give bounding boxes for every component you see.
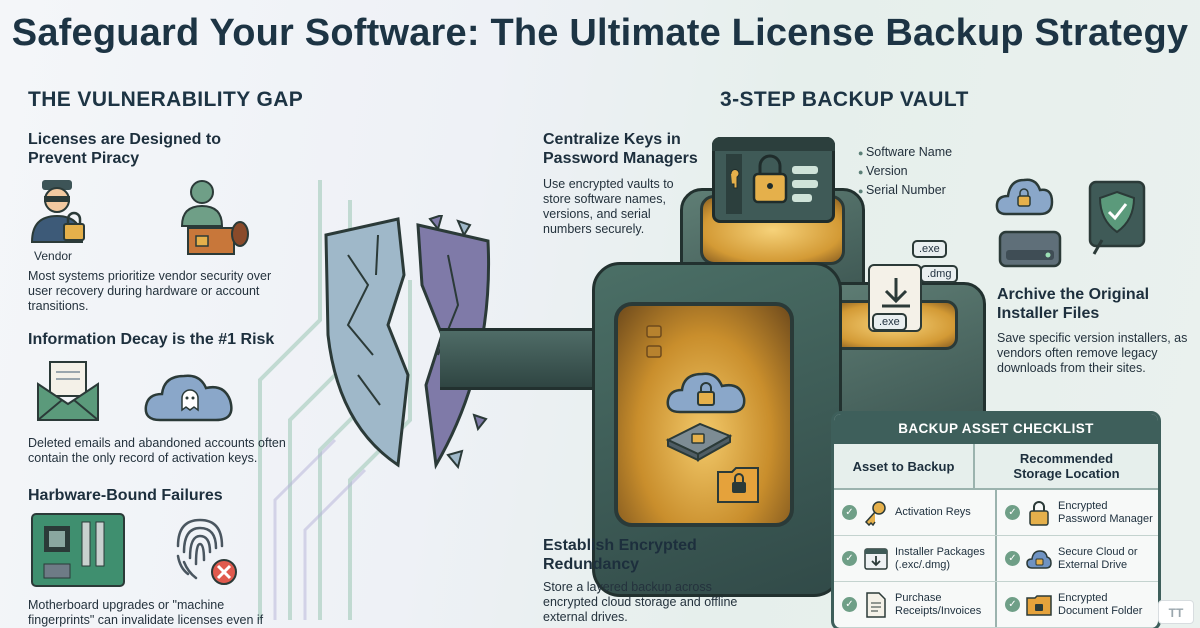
step1-text: Use encrypted vaults to store software n… [543,177,674,236]
decay-section-text: Deleted emails and abandoned accounts of… [28,436,286,465]
check-icon: ✓ [1005,551,1020,566]
step3-title: Establish Encrypted Redundancy [543,537,697,573]
check-icon: ✓ [1005,597,1020,612]
password-manager-titlebar [712,137,835,151]
corner-logo: TT [1158,600,1194,624]
motherboard-icon [31,513,125,587]
key-icon [863,500,889,526]
storage-label: Secure Cloud or External Drive [1058,545,1138,571]
ext-tag-dmg: .dmg [920,265,959,283]
cloud-lock-icon [1026,546,1052,572]
ext-tag-exe-file: .exe [872,313,907,331]
storage-cell: ✓ Encrypted Password Manager [995,490,1158,535]
folder-lock-icon [717,467,759,503]
password-manager-lock-icon [726,154,818,214]
vault-connector-pipe [440,328,605,390]
backup-asset-checklist: BACKUP ASSET CHECKLIST Asset to Backup R… [831,411,1161,628]
checklist-title: BACKUP ASSET CHECKLIST [834,414,1158,444]
asset-label: Installer Packages (.exc/.dmg) [895,545,985,571]
external-drive-icon [998,230,1062,268]
cloud-ghost-icon [144,374,233,422]
cloud-lock-icon [995,178,1054,216]
check-icon: ✓ [1005,505,1020,520]
page-title: Safeguard Your Software: The Ultimate Li… [11,12,1189,54]
storage-cell: ✓ Secure Cloud or External Drive [995,536,1158,581]
fingerprint-icon [176,518,237,585]
asset-cell: ✓ Activation Reys [834,490,995,535]
bullet-serial-number: Serial Number [858,181,952,200]
user-boxes-icon [180,180,249,255]
ext-tag-exe: .exe [912,240,947,258]
table-row: ✓ Activation Reys ✓ Encrypted Password M… [834,490,1158,536]
bullet-software-name: Software Name [858,143,952,162]
backup-vault-heading: 3-STEP BACKUP VAULT [720,88,969,111]
padlock-icon [1026,500,1052,526]
vulnerability-gap-heading: THE VULNERABILITY GAP [28,88,304,111]
piracy-section-title: Licenses are Designed to Prevent Piracy [28,131,221,167]
download-window-icon [863,546,889,572]
drive-lock-icon [665,422,733,462]
piracy-section-text: Most systems prioritize vendor security … [28,269,272,313]
folder-lock-icon [1026,592,1052,618]
decay-section-title: Information Decay is the #1 Risk [28,331,275,348]
column-storage-header: Recommended Storage Location [973,444,1158,488]
step2-text: Save specific version installers, as ven… [997,331,1188,375]
circuit-lines-decoration [258,180,412,620]
download-icon [882,278,910,308]
vendor-label: Vendor [34,249,73,263]
document-icon [863,591,889,618]
check-icon: ✓ [842,505,857,520]
check-icon: ✓ [842,551,857,566]
hardware-section-text: Motherboard upgrades or "machine fingerp… [28,598,264,627]
storage-label: Encrypted Password Manager [1058,499,1153,525]
step1-bullet-list: Software Name Version Serial Number [858,143,952,200]
storage-cell: ✓ Encrypted Document Folder [995,582,1158,627]
asset-label: Activation Reys [895,506,971,518]
check-icon: ✓ [842,597,857,612]
shield-check-device-icon [1088,180,1146,255]
asset-label: Purchase Receipts/Invoices [895,591,982,617]
vault-inner-chamber [614,302,794,527]
cloud-lock-icon [666,372,746,414]
column-asset-header: Asset to Backup [852,458,955,474]
envelope-icon [37,361,99,421]
asset-cell: ✓ Installer Packages (.exc/.dmg) [834,536,995,581]
table-row: ✓ Installer Packages (.exc/.dmg) ✓ Secur… [834,536,1158,582]
step3-text: Store a layered backup across encrypted … [543,580,738,624]
hardware-section-title: Harbware-Bound Failures [28,487,223,504]
checklist-header-row: Asset to Backup Recommended Storage Loca… [834,444,1158,490]
step1-title: Centralize Keys in Password Managers [543,131,698,167]
storage-label: Encrypted Document Folder [1058,591,1143,617]
vendor-person-icon [30,180,85,243]
small-lock-decor-icon [646,325,662,358]
asset-cell: ✓ Purchase Receipts/Invoices [834,582,995,627]
bullet-version: Version [858,162,952,181]
table-row: ✓ Purchase Receipts/Invoices ✓ Encrypted… [834,582,1158,628]
step2-title: Archive the Original Installer Files [997,286,1150,322]
